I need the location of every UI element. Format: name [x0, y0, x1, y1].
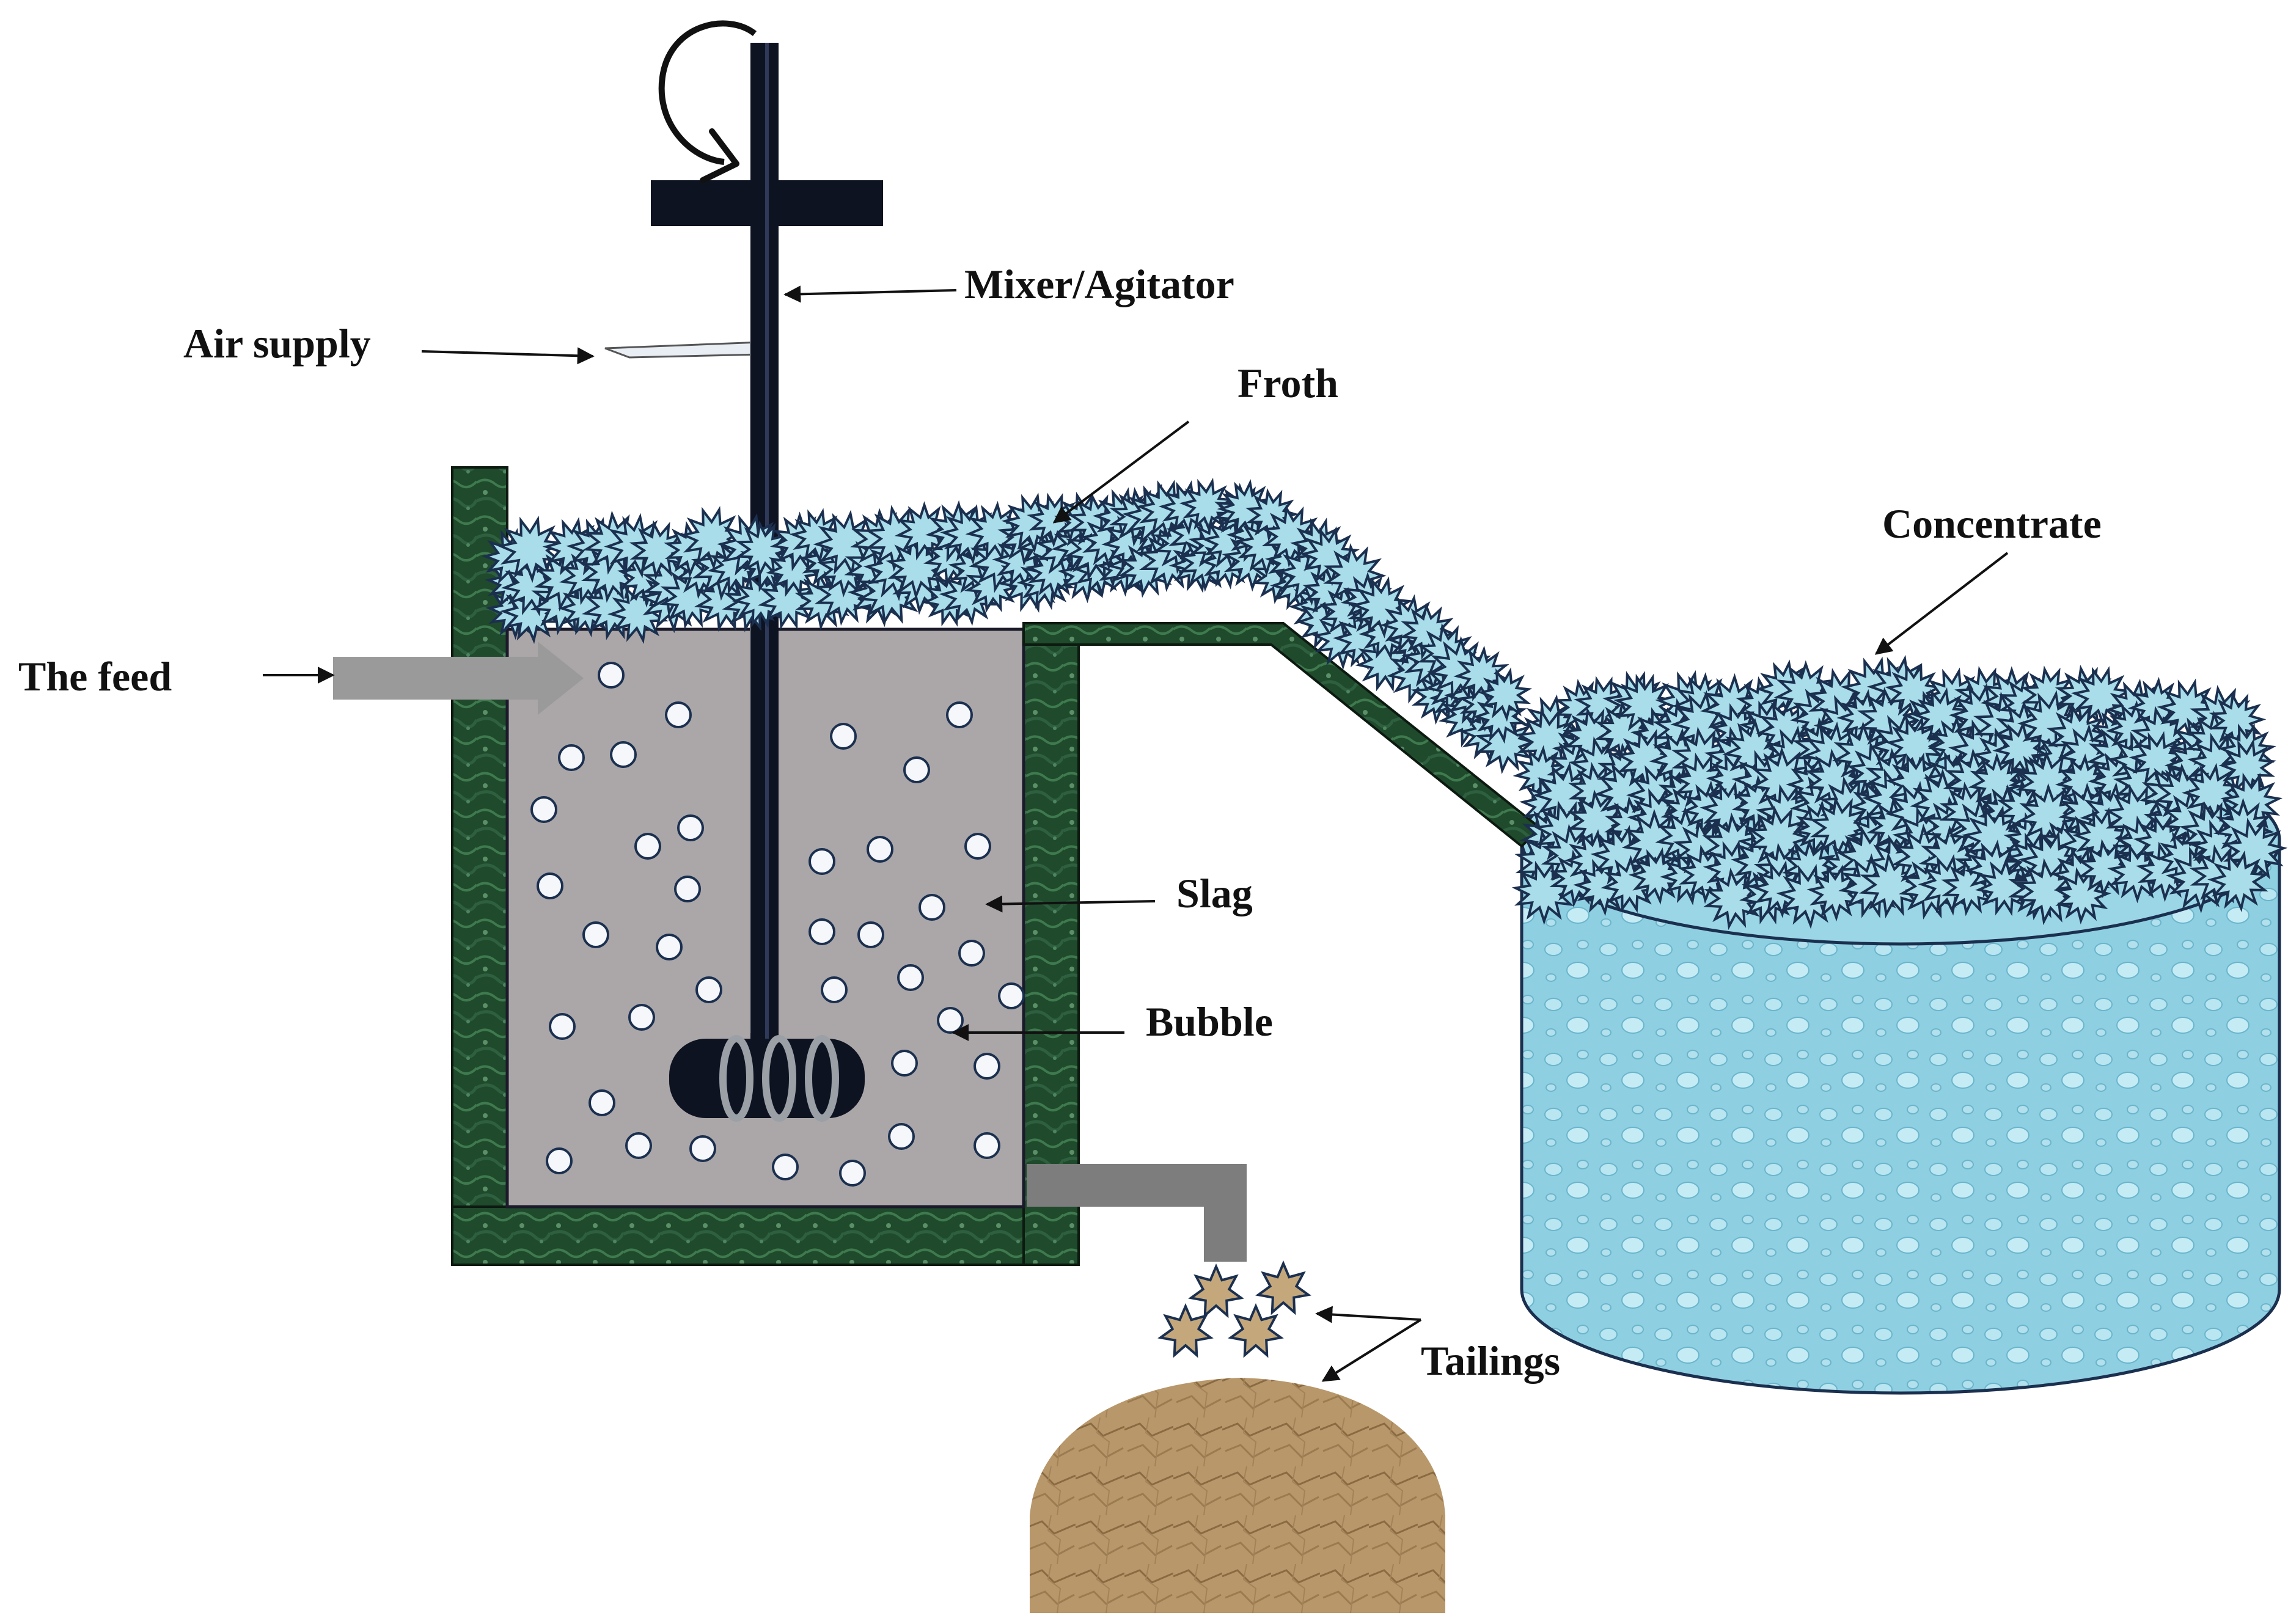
froth-label: Froth: [1238, 360, 1338, 406]
bubble: [958, 940, 985, 967]
bubble: [558, 744, 585, 771]
bubble: [867, 836, 893, 863]
bubbles: [530, 662, 1025, 1187]
feed-pipe: [333, 642, 584, 715]
bubble: [897, 964, 924, 991]
froth-particle: [1885, 663, 1943, 720]
bubble: [809, 918, 835, 945]
tailings-label: Tailings: [1421, 1337, 1560, 1384]
froth-particle: [496, 516, 565, 583]
tailings-particles: [1157, 1260, 1311, 1358]
bubble: [530, 796, 557, 823]
bubble: [821, 976, 848, 1003]
outlet-pipe: [1027, 1164, 1247, 1262]
bubble: [998, 982, 1025, 1009]
bubble: [598, 662, 625, 689]
concentrate-label: Concentrate: [1882, 500, 2102, 547]
bubble: [625, 1132, 652, 1159]
bubble: [695, 976, 722, 1003]
bubble: [903, 756, 930, 783]
bubble: [549, 1013, 576, 1040]
slag-label: Slag: [1176, 870, 1253, 916]
froth-particle: [757, 569, 819, 631]
froth-particle: [1477, 667, 1533, 722]
bubble: [582, 921, 609, 948]
air-supply-label: Air supply: [183, 320, 371, 367]
bubble: [677, 814, 704, 841]
tailings-particle: [1255, 1260, 1311, 1315]
tailings-pile: [1030, 1378, 1445, 1613]
bubble: [857, 921, 884, 948]
tailings-particle: [1228, 1303, 1284, 1358]
tailings-particle: [1188, 1263, 1244, 1319]
bubble: [610, 741, 637, 768]
bubble: [634, 833, 661, 860]
froth-particle: [2207, 850, 2270, 913]
bubble: [974, 1053, 1000, 1080]
bubble: [919, 894, 945, 921]
bubble-label: Bubble: [1146, 998, 1273, 1045]
bubble: [946, 701, 973, 728]
impeller: [669, 1035, 865, 1122]
bubble: [839, 1160, 866, 1187]
bubble: [656, 934, 683, 960]
froth-particle: [629, 520, 689, 580]
bubble: [830, 723, 857, 750]
bubble: [588, 1089, 615, 1116]
bubble: [546, 1147, 573, 1174]
tailings-particle: [1157, 1303, 1214, 1358]
bubble: [772, 1154, 799, 1180]
bubble: [689, 1135, 716, 1162]
bubble: [665, 701, 692, 728]
froth-particle: [2209, 692, 2267, 750]
bubble: [974, 1132, 1000, 1159]
bubble: [628, 1004, 655, 1031]
mixer-label: Mixer/Agitator: [964, 261, 1234, 307]
froth-particle: [2015, 858, 2083, 926]
bubble: [674, 876, 701, 902]
bubble: [809, 848, 835, 875]
bubble: [964, 833, 991, 860]
feed-label: The feed: [18, 653, 172, 700]
froth-particle: [1805, 748, 1868, 811]
froth-layer: [482, 477, 2288, 931]
bubble: [891, 1050, 918, 1077]
annotation-arrows: [263, 285, 2009, 1382]
froth-particle: [2070, 666, 2133, 728]
bubble: [937, 1007, 964, 1034]
froth-particle: [1858, 852, 1926, 919]
bubble: [888, 1123, 915, 1150]
froth-particle: [680, 506, 745, 571]
bubble: [537, 872, 563, 899]
rotation-arrow-icon: [658, 20, 757, 165]
overflow-chute: [1022, 622, 1542, 848]
